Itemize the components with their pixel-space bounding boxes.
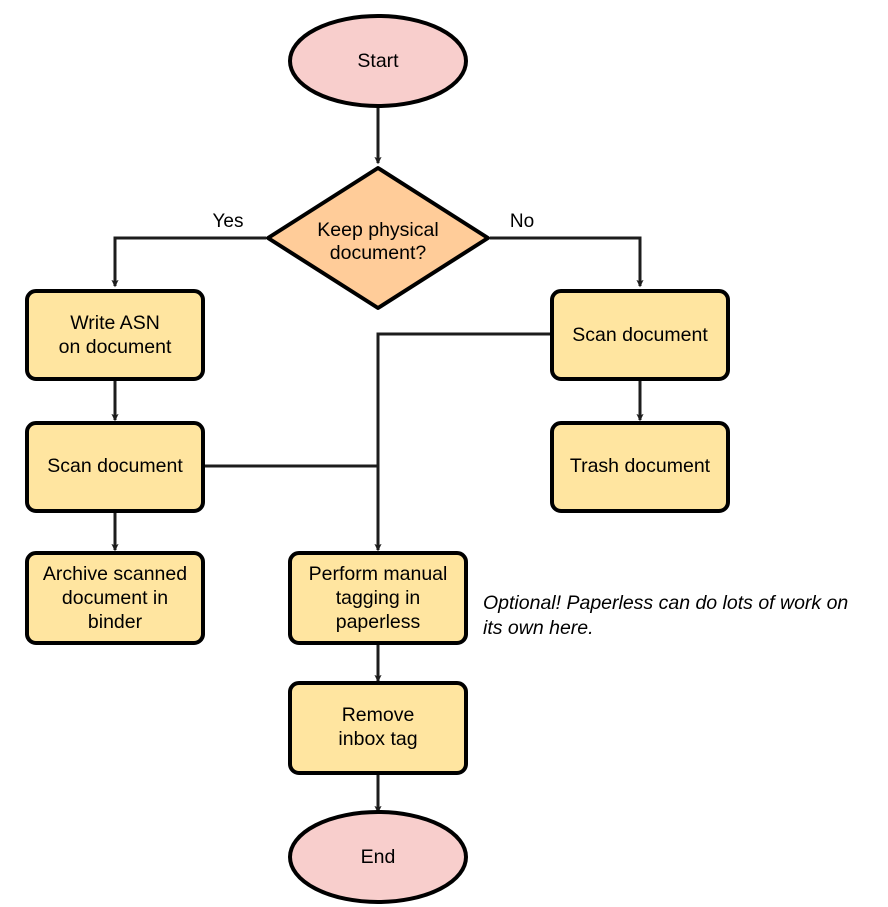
trash-document-box-shape	[550, 421, 730, 513]
optional-note: Optional! Paperless can do lots of work …	[483, 592, 848, 639]
trash-document-label: Trash document	[570, 455, 711, 477]
archive-binder-label-line2: document in	[62, 587, 168, 609]
node-perform-manual-tagging[interactable]: Perform manual tagging in paperless	[288, 551, 468, 645]
write-asn-label-line2: on document	[59, 336, 172, 358]
decision-label-line1: Keep physical	[317, 219, 438, 241]
start-label: Start	[357, 50, 399, 72]
remove-inbox-tag-box-shape	[288, 681, 468, 775]
node-scan-document-right[interactable]: Scan document	[550, 289, 730, 381]
end-label: End	[361, 846, 396, 868]
manual-tagging-label-line1: Perform manual	[309, 563, 448, 585]
node-end[interactable]: End	[288, 810, 468, 904]
connector-layer	[111, 104, 644, 814]
end-terminator-shape	[288, 810, 468, 904]
edge-label-no: No	[510, 211, 534, 232]
start-terminator-shape	[288, 14, 468, 108]
scan-document-left-box-shape	[25, 421, 205, 513]
archive-binder-label-line3: binder	[88, 611, 143, 633]
node-archive-scanned-document-in-binder[interactable]: Archive scanned document in binder	[25, 551, 205, 645]
edge-scan-right-to-manual-tagging	[374, 332, 553, 552]
remove-inbox-label-line1: Remove	[342, 704, 415, 726]
node-remove-inbox-tag[interactable]: Remove inbox tag	[288, 681, 468, 775]
write-asn-box-shape	[25, 289, 205, 381]
node-trash-document[interactable]: Trash document	[550, 421, 730, 513]
archive-binder-label-line1: Archive scanned	[43, 563, 187, 585]
decision-label-line2: document?	[330, 242, 427, 264]
decision-diamond-shape	[266, 166, 490, 310]
edge-label-yes: Yes	[213, 211, 244, 232]
node-write-asn-on-document[interactable]: Write ASN on document	[25, 289, 205, 381]
archive-binder-box-shape	[25, 551, 205, 645]
scan-document-right-box-shape	[550, 289, 730, 381]
manual-tagging-label-line3: paperless	[336, 611, 421, 633]
edge-label-layer: Yes No	[213, 211, 535, 232]
scan-document-left-label: Scan document	[47, 455, 183, 477]
optional-note-line2: its own here.	[483, 617, 594, 639]
edge-decision-no-to-scan-right	[490, 236, 644, 288]
node-start[interactable]: Start	[288, 14, 468, 108]
node-scan-document-left[interactable]: Scan document	[25, 421, 205, 513]
edge-decision-yes-to-write-asn	[111, 236, 266, 288]
write-asn-label-line1: Write ASN	[70, 312, 160, 334]
manual-tagging-label-line2: tagging in	[336, 587, 421, 609]
remove-inbox-label-line2: inbox tag	[338, 728, 417, 750]
node-decision-keep-physical-document[interactable]: Keep physical document?	[266, 166, 490, 310]
scan-document-right-label: Scan document	[572, 324, 708, 346]
manual-tagging-box-shape	[288, 551, 468, 645]
optional-note-line1: Optional! Paperless can do lots of work …	[483, 592, 848, 614]
